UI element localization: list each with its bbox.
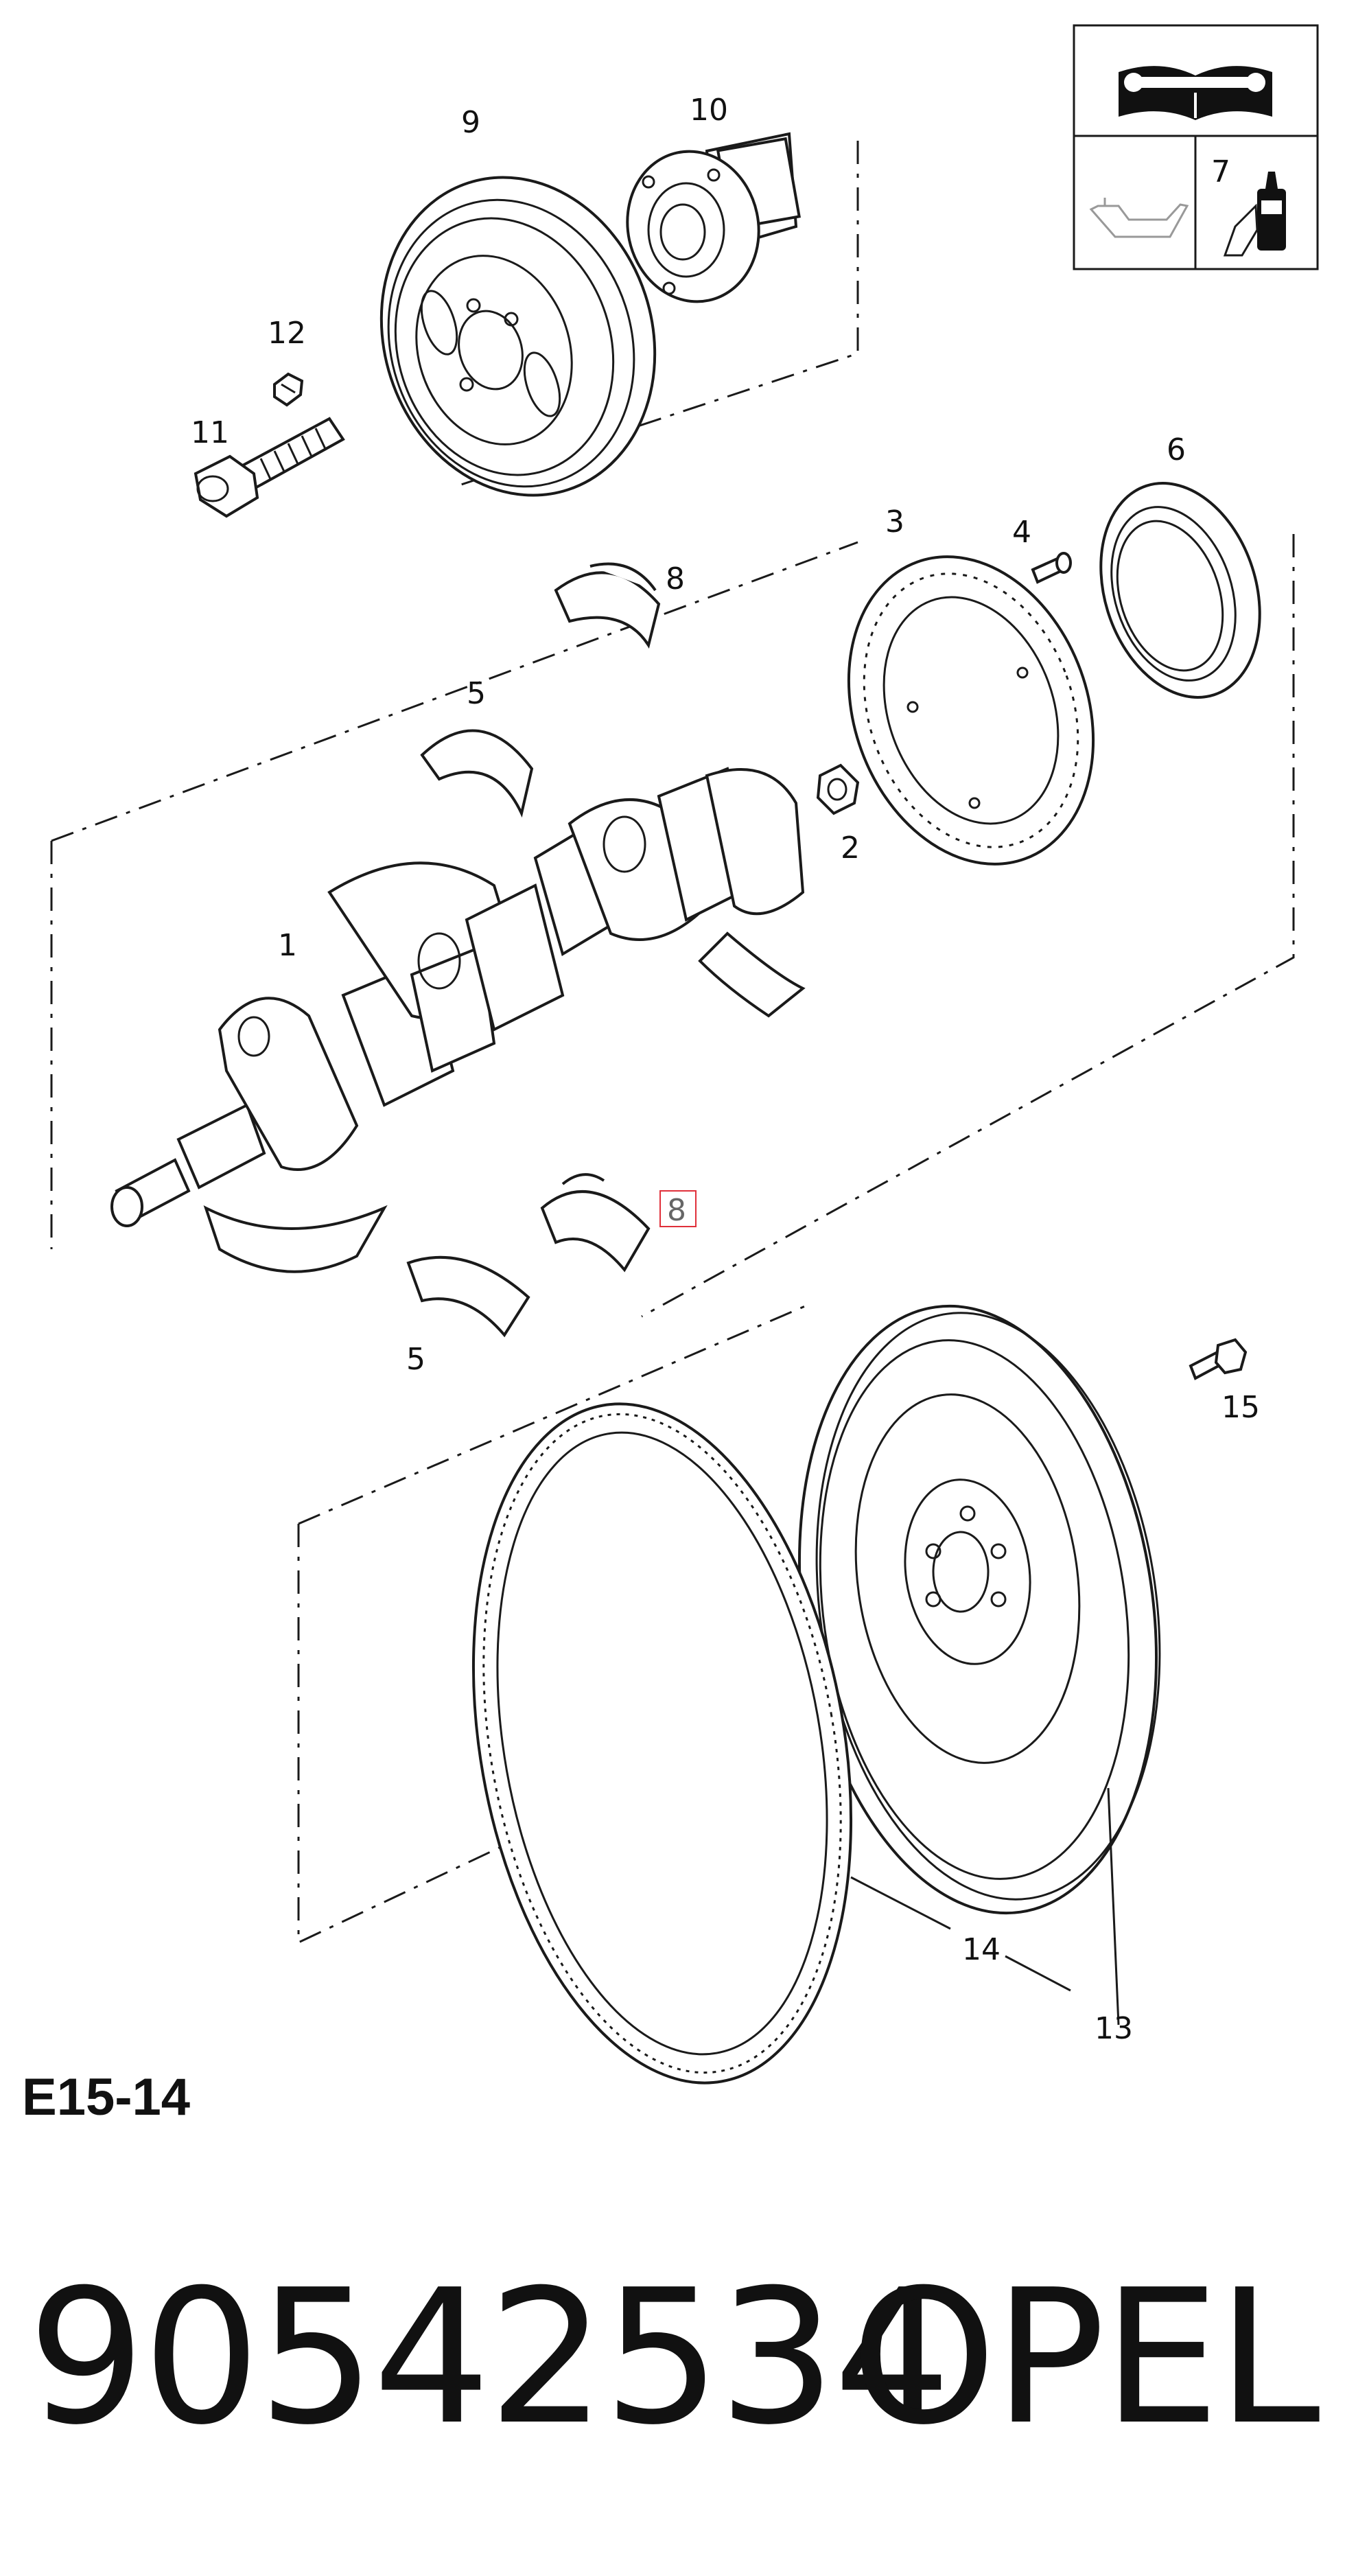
legend-box: 7: [1073, 24, 1319, 270]
callout-13: 13: [1095, 2011, 1133, 2046]
callout-9: 9: [461, 105, 480, 140]
callout-4: 4: [1012, 515, 1031, 550]
callout-12: 12: [268, 316, 306, 351]
reluctor-screw: [1031, 552, 1072, 584]
brand-name: OPEL: [850, 2249, 1320, 2465]
callout-1: 1: [278, 928, 297, 963]
reluctor-ring: [847, 555, 1095, 866]
callout-14: 14: [962, 1932, 1001, 1967]
crankshaft-pulley: [379, 176, 657, 497]
callout-15: 15: [1221, 1390, 1260, 1425]
main-bearing-lower: [406, 1255, 530, 1338]
callout-3: 3: [885, 504, 904, 539]
rear-oil-seal: [1099, 482, 1261, 699]
thrust-bearing-upper: [554, 562, 661, 649]
repair-manual-icon: [1119, 66, 1272, 120]
flywheel: [797, 1304, 1161, 1915]
section-code: E15-14: [22, 2068, 191, 2126]
thrust-bearing-lower: [540, 1173, 651, 1273]
callout-7: 7: [1211, 154, 1230, 189]
crankshaft: [110, 767, 806, 1273]
callout-8-upper: 8: [666, 561, 685, 596]
pulley-bolt: [194, 417, 345, 518]
callout-2: 2: [841, 831, 860, 866]
callout-11: 11: [191, 415, 229, 450]
callout-6: 6: [1167, 432, 1186, 467]
main-bearing-upper: [420, 729, 534, 818]
small-bolt: [273, 372, 304, 407]
hex-nut: [816, 763, 860, 815]
highlight-box: [659, 1190, 697, 1227]
flywheel-bolt: [1189, 1338, 1248, 1380]
oil-can-icon: [1089, 198, 1189, 238]
callout-10: 10: [690, 93, 728, 128]
part-number: 90542534: [27, 2249, 951, 2465]
callout-5-upper: 5: [467, 676, 486, 711]
callout-8-lower: 8: [667, 1193, 686, 1228]
ring-gear: [471, 1402, 853, 2085]
pulley-hub: [626, 132, 801, 303]
adhesive-tube-icon: [1223, 172, 1286, 257]
callout-5-lower: 5: [406, 1342, 425, 1377]
